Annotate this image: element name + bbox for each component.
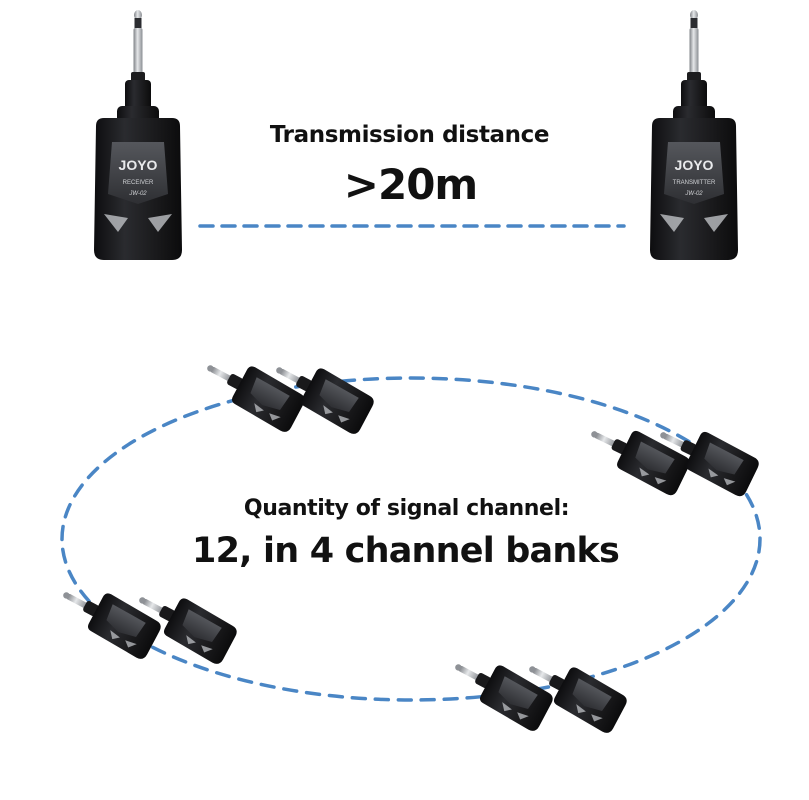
small-unit bbox=[445, 646, 557, 734]
receiver-type: RECEIVER bbox=[123, 180, 154, 186]
channel-pair-right bbox=[581, 413, 763, 499]
small-unit bbox=[581, 413, 694, 498]
channel-loop-dashed-ellipse bbox=[60, 376, 762, 702]
transmission-distance-label: Transmission distance bbox=[269, 122, 550, 148]
transmitter-unit: JOYO TRANSMITTER JW-02 bbox=[650, 10, 738, 260]
signal-channel-label: Quantity of signal channel: bbox=[243, 496, 570, 521]
channel-pair-bottom bbox=[445, 646, 631, 736]
small-unit bbox=[197, 347, 309, 435]
transmitter-model: JW-02 bbox=[684, 191, 703, 197]
signal-channel-value: 12, in 4 channel banks bbox=[192, 531, 620, 571]
receiver-model: JW-02 bbox=[128, 191, 147, 197]
receiver-brand: JOYO bbox=[119, 157, 158, 173]
transmitter-type: TRANSMITTER bbox=[673, 180, 716, 186]
transmitter-brand: JOYO bbox=[675, 157, 714, 173]
receiver-unit: JOYO RECEIVER JW-02 bbox=[94, 10, 182, 260]
channel-pair-left bbox=[53, 574, 241, 667]
channel-pair-top bbox=[197, 347, 378, 437]
small-unit bbox=[53, 574, 165, 662]
transmission-distance-value: >20m bbox=[343, 160, 478, 209]
